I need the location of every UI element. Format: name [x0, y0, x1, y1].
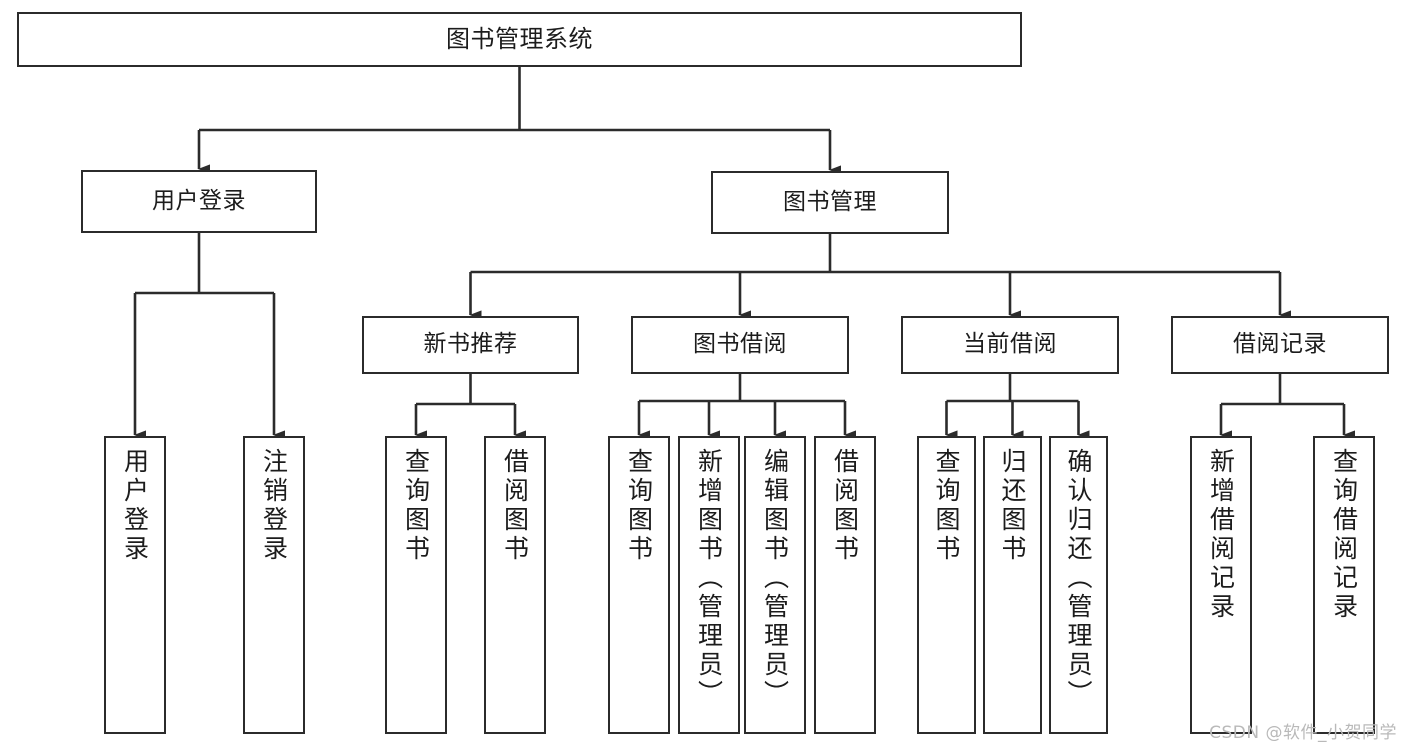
- node-label-user-login: 用户登录: [152, 187, 246, 214]
- node-leaf-bb-edit[interactable]: 编辑图书（管理员）: [744, 436, 806, 734]
- node-label-leaf-rec-borrow: 借阅图书: [500, 448, 530, 564]
- node-leaf-user-logout[interactable]: 注销登录: [243, 436, 305, 734]
- watermark: CSDN @软件_小贺同学: [1209, 723, 1397, 743]
- node-label-current-borrow: 当前借阅: [963, 331, 1057, 358]
- node-book-borrow[interactable]: 图书借阅: [631, 316, 849, 374]
- node-leaf-bb-add[interactable]: 新增图书（管理员）: [678, 436, 740, 734]
- node-book-manage[interactable]: 图书管理: [711, 171, 949, 234]
- node-leaf-cb-return[interactable]: 归还图书: [983, 436, 1042, 734]
- node-label-new-book-rec: 新书推荐: [423, 331, 518, 358]
- node-leaf-cb-query[interactable]: 查询图书: [917, 436, 976, 734]
- node-label-leaf-bb-query: 查询图书: [624, 448, 654, 564]
- node-label-leaf-cb-confirm: 确认归还（管理员）: [1064, 448, 1093, 709]
- node-label-leaf-bb-edit: 编辑图书（管理员）: [760, 448, 790, 709]
- node-leaf-cb-confirm[interactable]: 确认归还（管理员）: [1049, 436, 1108, 734]
- node-label-borrow-record: 借阅记录: [1233, 331, 1327, 358]
- node-label-book-manage: 图书管理: [783, 188, 877, 215]
- node-user-login[interactable]: 用户登录: [81, 170, 317, 233]
- node-leaf-bb-borrow[interactable]: 借阅图书: [814, 436, 876, 734]
- node-label-root: 图书管理系统: [446, 25, 593, 54]
- node-root[interactable]: 图书管理系统: [17, 12, 1022, 67]
- node-leaf-rec-borrow[interactable]: 借阅图书: [484, 436, 546, 734]
- node-label-leaf-bb-borrow: 借阅图书: [830, 448, 860, 564]
- node-label-leaf-user-logout: 注销登录: [259, 448, 289, 564]
- node-label-leaf-rec-query: 查询图书: [401, 448, 431, 564]
- node-leaf-br-query[interactable]: 查询借阅记录: [1313, 436, 1375, 734]
- node-label-leaf-br-add: 新增借阅记录: [1206, 448, 1236, 622]
- node-label-leaf-cb-return: 归还图书: [998, 448, 1027, 564]
- node-label-leaf-bb-add: 新增图书（管理员）: [694, 448, 724, 709]
- node-leaf-rec-query[interactable]: 查询图书: [385, 436, 447, 734]
- node-leaf-bb-query[interactable]: 查询图书: [608, 436, 670, 734]
- node-label-leaf-br-query: 查询借阅记录: [1329, 448, 1359, 622]
- node-leaf-user-login[interactable]: 用户登录: [104, 436, 166, 734]
- node-label-book-borrow: 图书借阅: [693, 331, 787, 358]
- node-label-leaf-user-login: 用户登录: [120, 448, 150, 564]
- node-current-borrow[interactable]: 当前借阅: [901, 316, 1119, 374]
- node-new-book-rec[interactable]: 新书推荐: [362, 316, 579, 374]
- node-label-leaf-cb-query: 查询图书: [932, 448, 961, 564]
- node-borrow-record[interactable]: 借阅记录: [1171, 316, 1389, 374]
- node-leaf-br-add[interactable]: 新增借阅记录: [1190, 436, 1252, 734]
